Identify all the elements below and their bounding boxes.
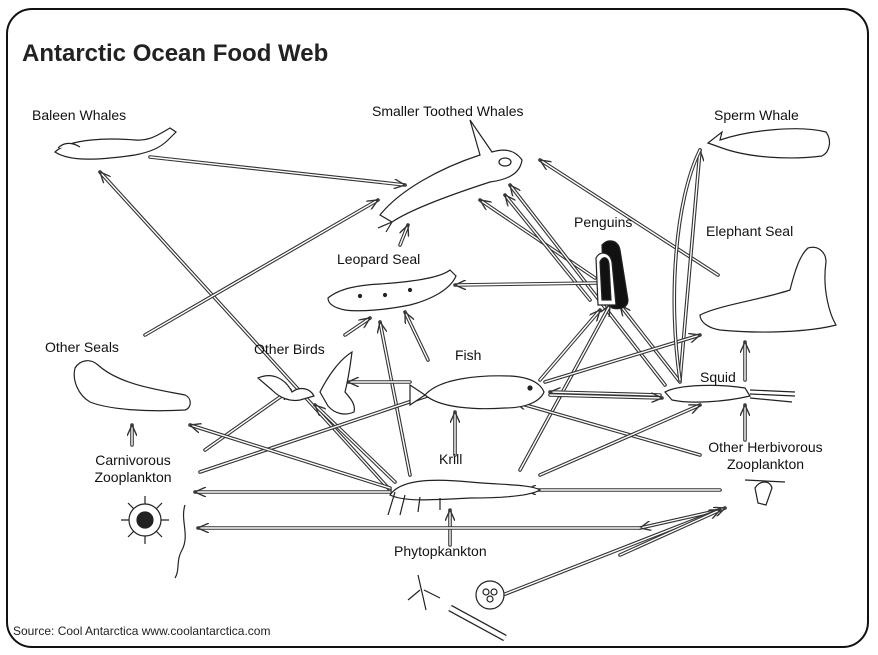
label-baleen-whales: Baleen Whales: [32, 107, 127, 123]
source-credit: Source: Cool Antarctica www.coolantarcti…: [13, 624, 271, 638]
other-seal-illustration: [73, 360, 191, 412]
label-carnivorous-line2: Zooplankton: [94, 469, 172, 485]
arrow-penguins-to-leopard-fill: [454, 282, 599, 286]
leopard-seal-illustration: [327, 269, 457, 312]
label-phytoplankton: Phytopkankton: [394, 543, 487, 559]
label-other-seals: Other Seals: [45, 339, 119, 355]
label-elephant-seal: Elephant Seal: [706, 223, 794, 239]
diagram-title: Antarctic Ocean Food Web: [22, 40, 329, 67]
arrow-squid-to-sperm-fill: [679, 149, 701, 381]
arrow-birds-to-leopard-fill: [344, 317, 371, 336]
arrow-herb-to-fish-fill: [514, 401, 701, 456]
arrow-penguins-to-toothed-fill: [479, 199, 596, 279]
arrow-squid-to-sperm-curve-fill: [673, 149, 701, 381]
arrow-seals-to-toothed-fill: [144, 199, 379, 336]
arrow-krill-to-baleen-fill: [99, 171, 391, 491]
orca-illustration: [377, 119, 523, 233]
krill-illustration: [387, 479, 542, 516]
arrow-baleen-to-toothed-fill: [149, 156, 406, 186]
label-sperm-whale: Sperm Whale: [714, 107, 799, 123]
birds-illustration: [256, 350, 355, 415]
squid-illustration: [664, 384, 796, 403]
arrow-krill-to-seals-fill: [189, 424, 391, 489]
arrow-phyto-to-herb-upper-fill: [639, 509, 721, 529]
label-leopard-seal: Leopard Seal: [337, 251, 421, 267]
label-penguins: Penguins: [574, 214, 633, 230]
elephant-seal-illustration: [699, 246, 837, 333]
label-smaller-toothed-whales: Smaller Toothed Whales: [372, 103, 524, 119]
label-other-herbivorous-line2: Zooplankton: [726, 456, 805, 472]
label-other-birds: Other Birds: [254, 341, 325, 357]
label-fish: Fish: [455, 347, 482, 363]
arrow-krill-to-penguins-fill: [519, 304, 611, 471]
arrow-fish-to-squid-fill: [549, 394, 663, 399]
arrow-squid-to-fish-fill: [549, 391, 661, 396]
arrow-fish-to-penguins-fill: [539, 309, 601, 381]
arrow-leopard-to-toothed-fill: [399, 224, 409, 246]
herbivorous-zooplankton-illustration: [744, 479, 786, 506]
arrow-elephant-to-sperm-fill: [539, 159, 719, 276]
sperm-whale-illustration: [706, 128, 831, 159]
phytoplankton-illustration: [407, 574, 507, 642]
diagram-frame: [6, 8, 869, 648]
arrow-krill-to-squid-fill: [539, 404, 701, 476]
arrow-fish-to-leopard-fill: [404, 311, 429, 361]
label-carnivorous-line1: Carnivorous: [95, 452, 171, 468]
label-other-herbivorous-line1: Other Herbivorous: [708, 439, 823, 455]
arrow-krill-to-leopard-fill: [379, 321, 411, 476]
arrow-krill-to-birds-fill: [314, 404, 396, 483]
baleen-whale-illustration: [54, 127, 177, 160]
label-carnivorous-zooplankton: Carnivorous Zooplankton: [78, 452, 188, 486]
carnivorous-zooplankton-illustration: [121, 496, 186, 579]
arrow-zoo-to-birds-fill: [204, 389, 291, 451]
arrow-phyto-to-herb-fill: [494, 507, 726, 599]
arrow-phyto-upper-link-fill: [619, 509, 721, 556]
label-other-herbivorous-zooplankton: Other Herbivorous Zooplankton: [699, 439, 832, 473]
arrow-squid-to-penguins-fill: [619, 304, 681, 383]
penguins-illustration: [595, 240, 629, 310]
label-krill: Krill: [439, 451, 463, 467]
label-squid: Squid: [700, 369, 736, 385]
fish-illustration: [409, 375, 545, 410]
arrow-zoo-to-fish-fill: [199, 389, 446, 473]
